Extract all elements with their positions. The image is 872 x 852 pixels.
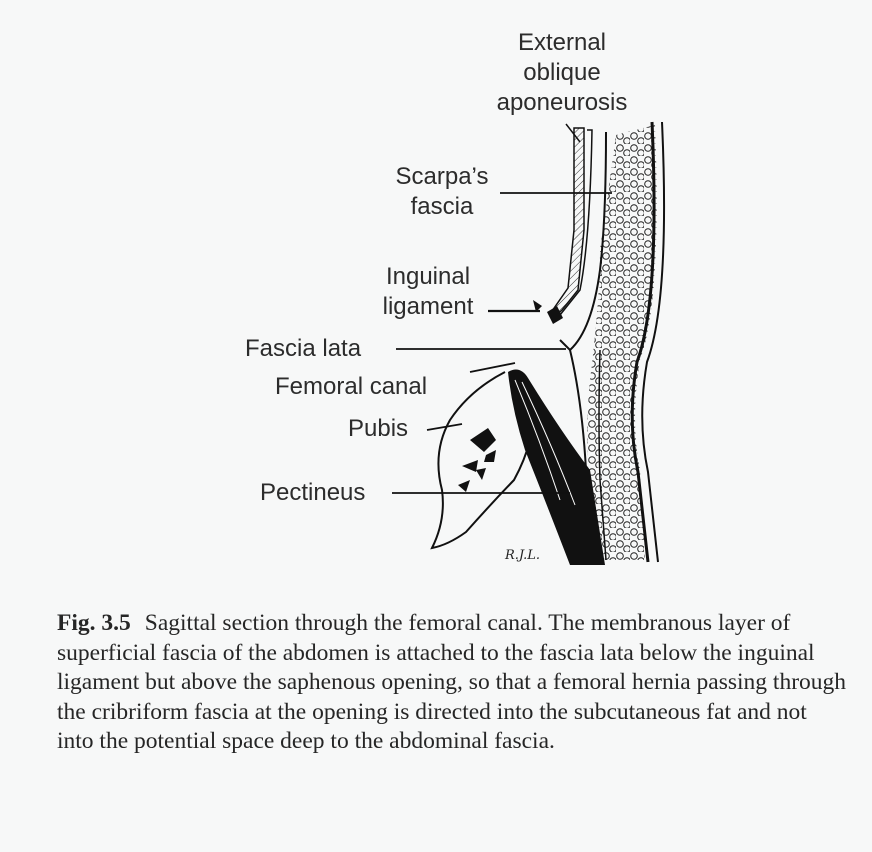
label-external-oblique: External oblique aponeurosis	[486, 28, 638, 118]
subcutaneous-fat	[587, 125, 657, 560]
external-oblique-aponeurosis	[549, 127, 585, 320]
artist-signature: R.J.L.	[505, 548, 541, 563]
label-fascia-lata: Fascia lata	[245, 335, 362, 362]
leader-femoral-canal	[469, 362, 516, 373]
label-aponeurosis: aponeurosis	[496, 89, 628, 116]
inguinal-ligament	[547, 306, 563, 324]
pectineus-muscle	[508, 369, 605, 565]
leader-pubis	[426, 423, 463, 431]
figure-number: Fig. 3.5	[57, 610, 131, 636]
leader-external-oblique	[565, 123, 581, 143]
label-external: External	[517, 29, 607, 56]
pubis-bone-marks	[458, 428, 496, 492]
label-ligament-word: ligament	[382, 293, 474, 320]
label-inguinal: Inguinal ligament	[364, 262, 492, 322]
label-pectineus: Pectineus	[260, 479, 366, 506]
pubis-outline	[430, 371, 531, 550]
label-pubis: Pubis	[348, 415, 409, 442]
label-scarpa: Scarpa’s fascia	[374, 162, 510, 222]
label-inguinal-word: Inguinal	[385, 263, 471, 290]
skin-line-inner	[641, 121, 666, 563]
label-scarpas: Scarpa’s	[395, 163, 489, 190]
caption-text: Sagittal section through the femoral can…	[57, 610, 847, 754]
label-fascia: fascia	[410, 193, 474, 220]
scarpa-fascia-line	[559, 131, 607, 352]
label-oblique: oblique	[523, 59, 601, 86]
label-femoral-canal: Femoral canal	[275, 373, 428, 400]
skin-line	[630, 121, 656, 563]
sagittal-section-drawing	[392, 121, 666, 565]
